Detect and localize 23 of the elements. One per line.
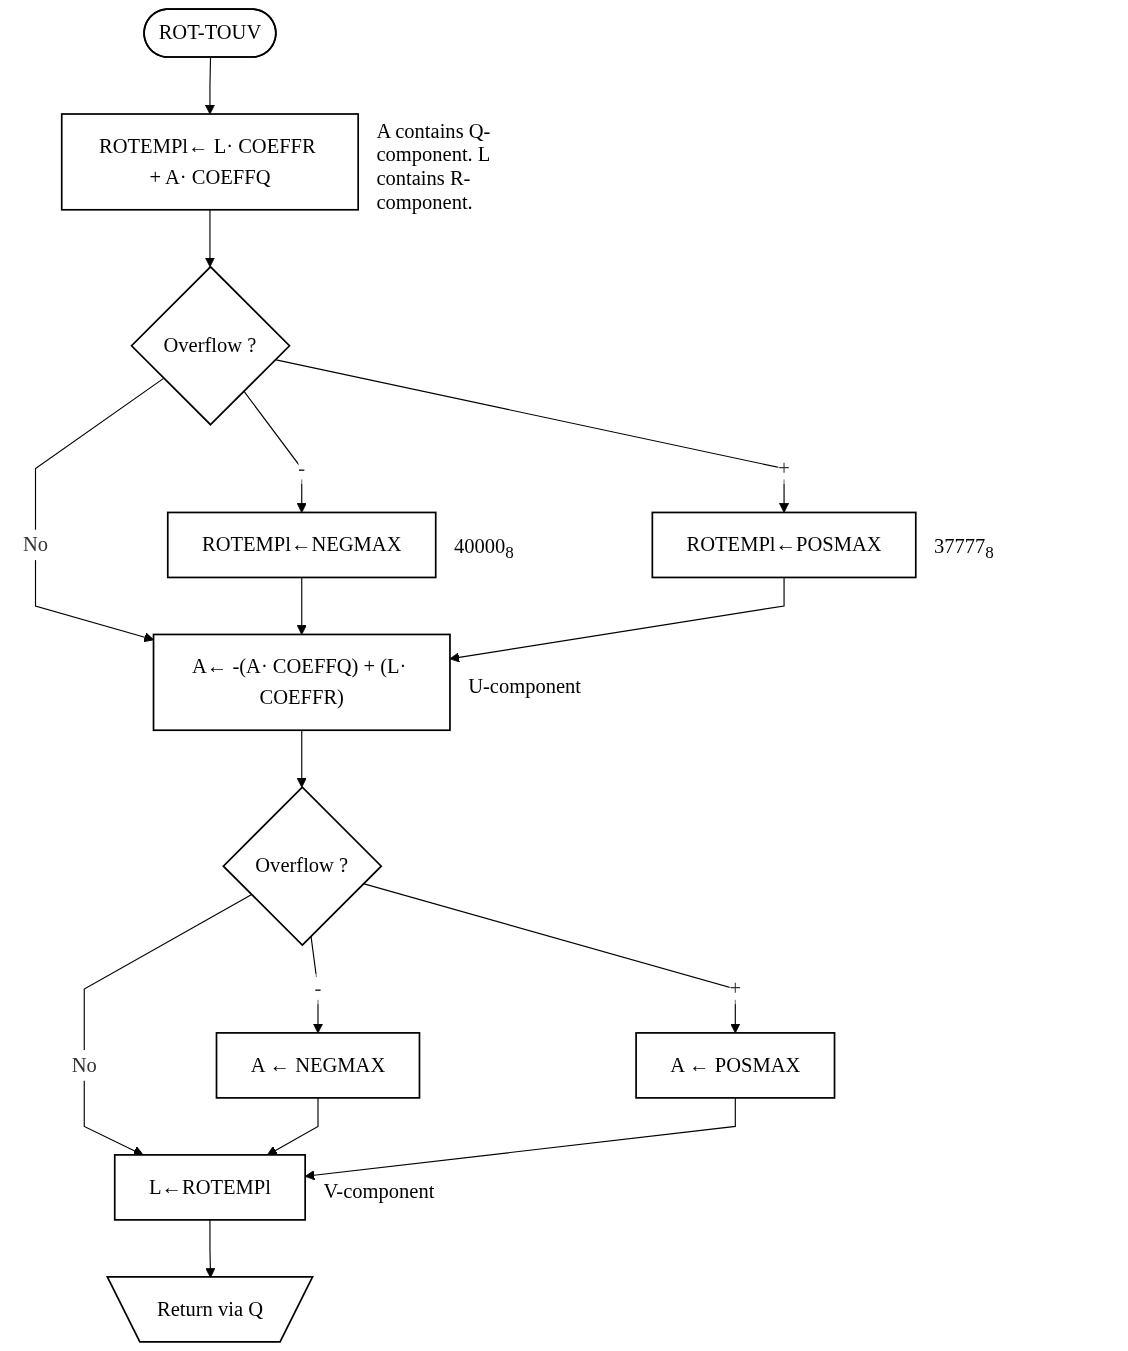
edge-label: No: [71, 1053, 97, 1077]
arrow: [449, 576, 785, 663]
node-box: A ← POSMAX: [635, 1032, 836, 1099]
arrow: [267, 1097, 319, 1156]
arrow: [204, 57, 215, 115]
node-box: ROTEMPl←NEGMAX: [166, 511, 437, 579]
edge-label: No: [22, 532, 49, 556]
node-diamond: Overflow ?: [222, 786, 383, 947]
edge-label: -: [314, 977, 322, 1000]
edge-label: +: [778, 456, 790, 480]
node-box: A← -(A· COEFFQ) + (L· COEFFR): [152, 633, 451, 732]
node-box: L←ROTEMPl: [113, 1154, 306, 1221]
edge-label: -: [298, 456, 306, 480]
arrow: [296, 576, 307, 635]
arrow: [204, 209, 215, 268]
arrow: [34, 377, 165, 643]
arrow: [83, 894, 252, 1156]
node-box: A ← NEGMAX: [215, 1032, 421, 1099]
node-box: ROTEMPl← L· COEFFR + A· COEFFQ: [60, 113, 360, 211]
node-box: ROTEMPl←POSMAX: [651, 511, 917, 579]
edge-label: +: [729, 977, 742, 1000]
arrow: [296, 729, 307, 788]
node-diamond: Overflow ?: [130, 265, 291, 426]
